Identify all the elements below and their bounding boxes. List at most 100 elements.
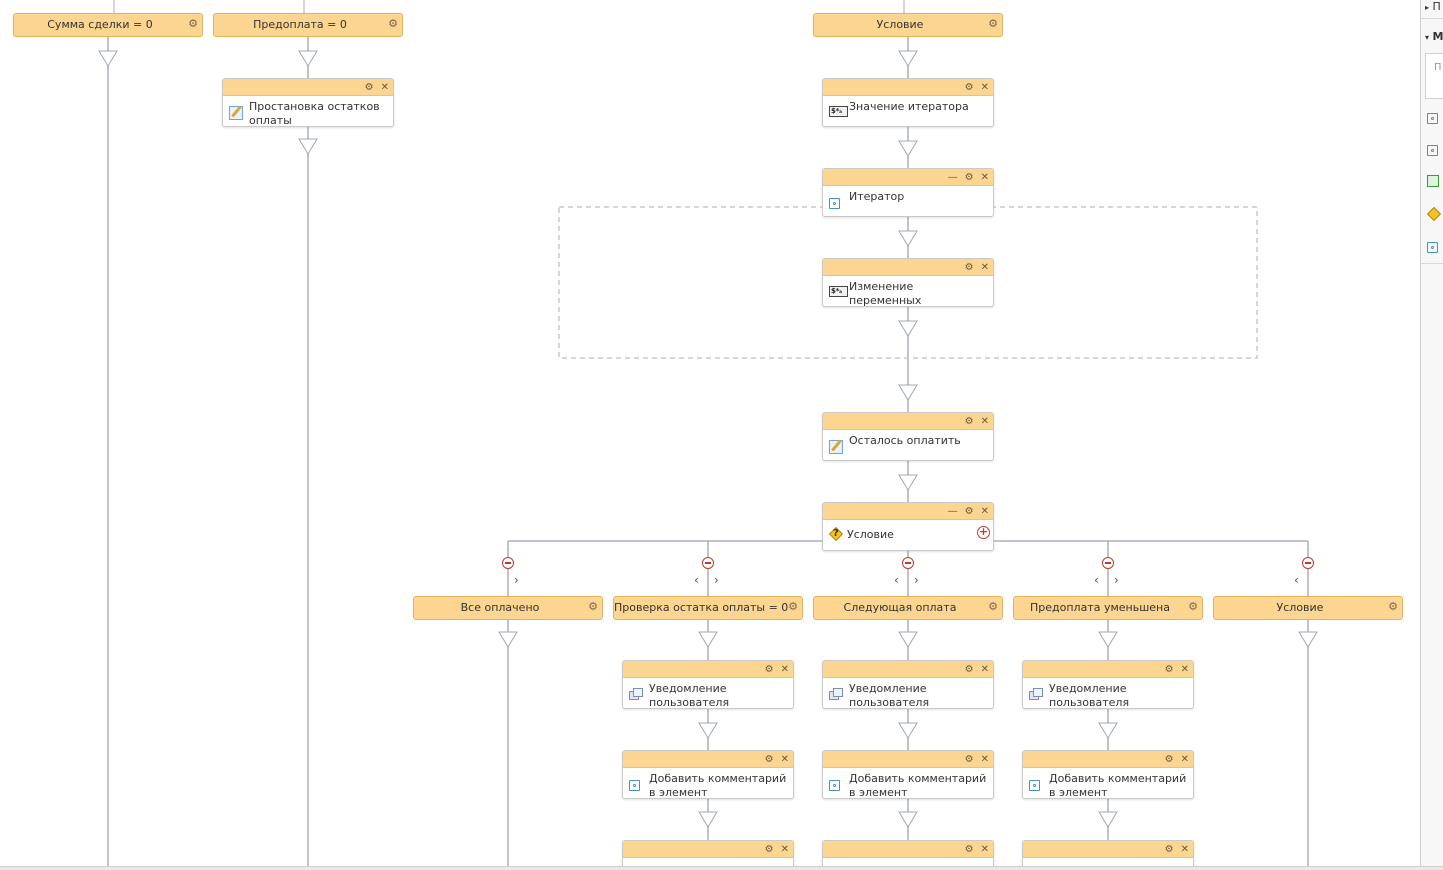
gear-icon[interactable]: ⚙ [388,17,398,30]
gear-icon[interactable]: ⚙ [788,600,798,613]
close-icon[interactable]: ✕ [980,262,989,273]
move-left-icon[interactable]: ‹ [694,573,699,587]
move-right-icon[interactable]: › [1114,573,1119,587]
prepay-condition-bar[interactable]: Предоплата = 0 ⚙ [213,13,403,37]
gear-icon[interactable]: ⚙ [764,754,774,765]
notification-icon [629,688,645,702]
activity-iterator[interactable]: — ⚙ ✕ Итератор [822,168,994,217]
remove-branch-button[interactable] [702,557,714,569]
gear-icon[interactable]: ⚙ [988,600,998,613]
activity-header: ⚙ ✕ [823,413,993,430]
gear-icon[interactable]: ⚙ [964,664,974,675]
gear-icon[interactable]: ⚙ [964,82,974,93]
activity-add-comment[interactable]: ⚙ ✕ Добавить комментарий в элемент [822,750,994,799]
process-icon[interactable] [1427,240,1439,253]
move-right-icon[interactable]: › [914,573,919,587]
gear-icon[interactable]: ⚙ [964,172,974,183]
gear-icon[interactable]: ⚙ [588,600,598,613]
activity-notify-user[interactable]: ⚙ ✕ Уведомление пользователя [1022,660,1194,709]
remove-branch-button[interactable] [902,557,914,569]
remove-branch-button[interactable] [1102,557,1114,569]
branch-check-remainder[interactable]: Проверка остатка оплаты = 0 ⚙ [613,596,803,620]
close-icon[interactable]: ✕ [1180,844,1189,855]
activity-partial[interactable]: ⚙ ✕ [822,840,994,866]
process-icon[interactable] [1427,111,1439,124]
close-icon[interactable]: ✕ [980,664,989,675]
move-left-icon[interactable]: ‹ [1294,573,1299,587]
connector-layer [98,0,1318,866]
gear-icon[interactable]: ⚙ [988,17,998,30]
gear-icon[interactable]: ⚙ [364,82,374,93]
variable-icon: $*ₐ [829,286,848,300]
deal-sum-condition-bar[interactable]: Сумма сделки = 0 ⚙ [13,13,203,37]
activity-iterator-value[interactable]: ⚙ ✕ $*ₐ Значение итератора [822,78,994,127]
gear-icon[interactable]: ⚙ [964,262,974,273]
close-icon[interactable]: ✕ [980,172,989,183]
minimize-icon[interactable]: — [947,172,958,183]
minimize-icon[interactable]: — [947,506,958,517]
gear-icon[interactable]: ⚙ [1388,600,1398,613]
close-icon[interactable]: ✕ [980,416,989,427]
branch-next-payment[interactable]: Следующая оплата ⚙ [813,596,1003,620]
activity-condition[interactable]: — ⚙ ✕ ? Условие [822,502,994,551]
gear-icon[interactable]: ⚙ [964,844,974,855]
move-left-icon[interactable]: ‹ [1094,573,1099,587]
activity-change-vars[interactable]: ⚙ ✕ $*ₐ Изменение переменных [822,258,994,307]
activity-add-comment[interactable]: ⚙ ✕ Добавить комментарий в элемент [1022,750,1194,799]
activity-header: — ⚙ ✕ [823,503,993,520]
folder-icon[interactable] [1427,175,1439,187]
gear-icon[interactable]: ⚙ [964,506,974,517]
edit-icon [829,440,845,454]
panel-search-input[interactable]: П [1425,53,1443,99]
gear-icon[interactable]: ⚙ [964,754,974,765]
activity-label: Значение итератора [849,100,969,113]
gear-icon[interactable]: ⚙ [1164,844,1174,855]
move-right-icon[interactable]: › [714,573,719,587]
close-icon[interactable]: ✕ [1180,664,1189,675]
workflow-canvas[interactable]: Сумма сделки = 0 ⚙ Предоплата = 0 ⚙ Усло… [0,0,1420,866]
activity-header: ⚙ ✕ [823,259,993,276]
panel-section-header[interactable]: ▸ П [1425,0,1441,13]
activity-partial[interactable]: ⚙ ✕ [1022,840,1194,866]
close-icon[interactable]: ✕ [980,82,989,93]
condition-icon[interactable] [1426,206,1442,222]
branch-all-paid[interactable]: Все оплачено ⚙ [413,596,603,620]
gear-icon[interactable]: ⚙ [764,664,774,675]
condition-icon: ? [828,526,845,542]
move-right-icon[interactable]: › [514,573,519,587]
move-left-icon[interactable]: ‹ [894,573,899,587]
close-icon[interactable]: ✕ [380,82,389,93]
gear-icon[interactable]: ⚙ [1164,754,1174,765]
horizontal-scrollbar[interactable] [0,866,1443,870]
close-icon[interactable]: ✕ [780,664,789,675]
gear-icon[interactable]: ⚙ [964,416,974,427]
branch-prepay-reduced[interactable]: Предоплата уменьшена ⚙ [1013,596,1203,620]
activity-remainders[interactable]: ⚙ ✕ Простановка остатков оплаты [222,78,394,127]
gear-icon[interactable]: ⚙ [1164,664,1174,675]
activity-add-comment[interactable]: ⚙ ✕ Добавить комментарий в элемент [622,750,794,799]
remove-branch-button[interactable] [1302,557,1314,569]
gear-icon[interactable]: ⚙ [1188,600,1198,613]
activity-partial[interactable]: ⚙ ✕ [622,840,794,866]
process-icon[interactable] [1427,143,1439,156]
branch-condition[interactable]: Условие ⚙ [1213,596,1403,620]
top-condition-bar[interactable]: Условие ⚙ [813,13,1003,37]
notification-icon [1029,688,1045,702]
close-icon[interactable]: ✕ [780,754,789,765]
activity-label: Осталось оплатить [849,434,961,447]
panel-section-header[interactable]: ▾ М [1425,30,1443,43]
process-icon [829,196,845,210]
gear-icon[interactable]: ⚙ [764,844,774,855]
close-icon[interactable]: ✕ [1180,754,1189,765]
activity-left-to-pay[interactable]: ⚙ ✕ Осталось оплатить [822,412,994,461]
close-icon[interactable]: ✕ [980,506,989,517]
close-icon[interactable]: ✕ [980,844,989,855]
activity-notify-user[interactable]: ⚙ ✕ Уведомление пользователя [822,660,994,709]
close-icon[interactable]: ✕ [780,844,789,855]
activity-notify-user[interactable]: ⚙ ✕ Уведомление пользователя [622,660,794,709]
remove-branch-button[interactable] [502,557,514,569]
add-branch-button[interactable]: + [977,525,990,539]
close-icon[interactable]: ✕ [980,754,989,765]
activity-label: Условие [847,528,894,541]
gear-icon[interactable]: ⚙ [188,17,198,30]
